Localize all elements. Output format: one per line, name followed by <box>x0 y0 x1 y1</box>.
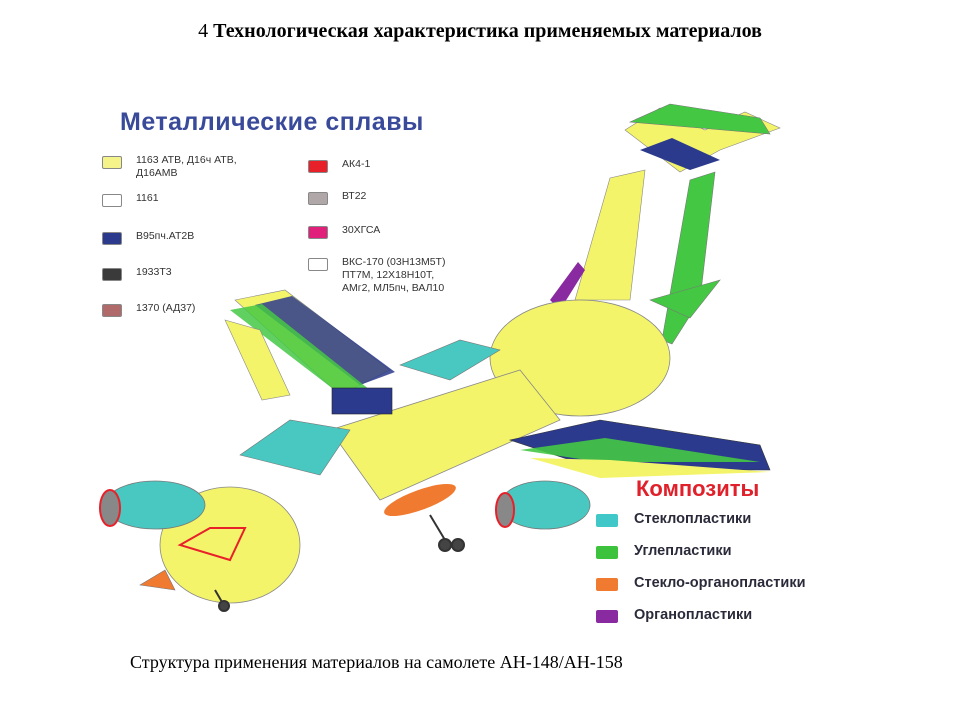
tail-cone <box>649 279 721 319</box>
title-text: Технологическая характеристика применяем… <box>213 20 762 42</box>
legend-swatch <box>308 226 328 239</box>
right-wing-green <box>520 438 760 462</box>
rear-fuselage <box>489 299 671 417</box>
legend-label: АК4-1 <box>342 158 371 170</box>
legend-swatch <box>102 156 122 169</box>
legend-swatch <box>308 192 328 205</box>
legend-swatch <box>596 578 618 591</box>
legend-label: Стеклопластики <box>634 511 752 527</box>
orange-pod <box>384 483 456 517</box>
right-engine-inlet <box>495 492 515 528</box>
legend-swatch <box>102 304 122 317</box>
composites-heading: Композиты <box>636 476 760 501</box>
legend-label: 1163 АТВ, Д16ч АТВ, Д16АМВ <box>136 154 237 179</box>
legend-label: 30ХГСА <box>342 224 381 236</box>
main-landing-gear <box>429 514 465 552</box>
legend-swatch <box>308 160 328 173</box>
legend-label: Стекло-органопластики <box>634 575 806 591</box>
legend-label: ВКС-170 (03Н13М5Т) ПТ7М, 12Х18Н10Т, АМг2… <box>342 256 446 294</box>
legend-label: 1933Т3 <box>136 266 172 278</box>
legend-label: 1161 <box>136 192 159 204</box>
metals-heading: Металлические сплавы <box>120 108 424 136</box>
title-number: 4 <box>198 20 209 42</box>
legend-label: Органопластики <box>634 607 753 623</box>
legend-swatch <box>102 268 122 281</box>
rudder <box>661 171 716 345</box>
radome <box>139 569 176 591</box>
legend-swatch <box>102 232 122 245</box>
figure-caption: Структура применения материалов на самол… <box>130 652 623 672</box>
legend-swatch <box>596 610 618 623</box>
left-wing-navy <box>255 296 395 385</box>
left-wing-flap <box>224 319 291 401</box>
right-wing-yellow <box>530 458 770 478</box>
left-wing-green <box>230 304 370 398</box>
page-title: 4 Технологическая характеристика применя… <box>0 20 960 43</box>
legend-label: В95пч.АТ2В <box>136 230 195 242</box>
cockpit-frame <box>177 527 247 562</box>
stabilizer-navy <box>640 138 720 170</box>
legend-swatch <box>596 546 618 559</box>
fin-purple-trim <box>550 262 585 310</box>
legend-label: Углепластики <box>634 543 732 559</box>
legend-swatch <box>102 194 122 207</box>
stabilizer-green <box>628 103 771 135</box>
legend-label: 1370 (АД37) <box>136 302 196 314</box>
legend-swatch <box>308 258 328 271</box>
fairing-upper <box>399 339 501 381</box>
vertical-fin <box>574 169 646 301</box>
nose-landing-gear <box>214 589 230 612</box>
legend-label: ВТ22 <box>342 190 367 202</box>
wing-box <box>331 387 393 415</box>
fairing-left <box>239 419 351 476</box>
center-fuselage <box>329 369 561 501</box>
left-engine-inlet <box>99 489 121 527</box>
legend-swatch <box>596 514 618 527</box>
